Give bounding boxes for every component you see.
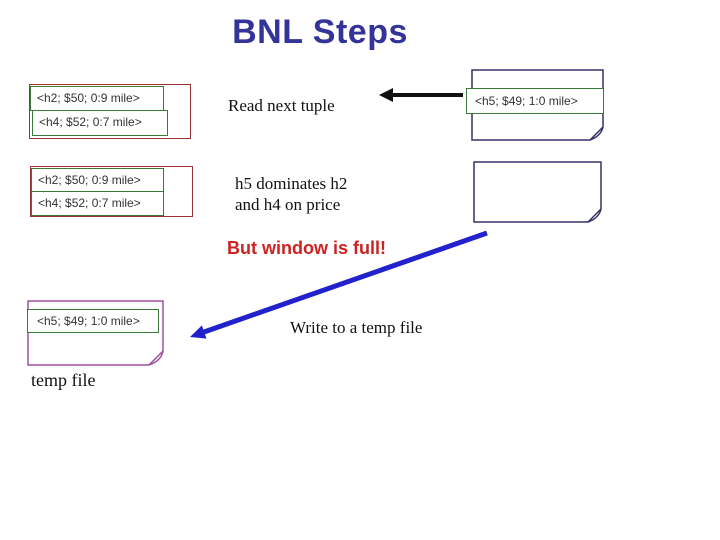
note-shape-empty [473, 161, 602, 223]
tuple-cell: <h2; $50; 0:9 mile> [30, 86, 164, 111]
caption-dominates: h5 dominates h2 and h4 on price [235, 174, 348, 214]
caption-write-temp: Write to a temp file [290, 318, 423, 337]
tuple-cell: <h5; $49; 1:0 mile> [466, 88, 604, 114]
tuple-cell: <h2; $50; 0:9 mile> [31, 168, 164, 192]
blue-diagonal-arrow [190, 230, 488, 339]
tuple-cell: <h4; $52; 0:7 mile> [32, 110, 168, 136]
tuple-cell: <h4; $52; 0:7 mile> [31, 191, 164, 216]
temp-file-label: temp file [31, 370, 96, 390]
tuple-cell: <h5; $49; 1:0 mile> [27, 309, 159, 333]
slide-title: BNL Steps [232, 13, 408, 51]
caption-read-next-tuple: Read next tuple [228, 96, 335, 115]
black-left-arrow [379, 88, 463, 102]
caption-window-full: But window is full! [227, 238, 386, 258]
